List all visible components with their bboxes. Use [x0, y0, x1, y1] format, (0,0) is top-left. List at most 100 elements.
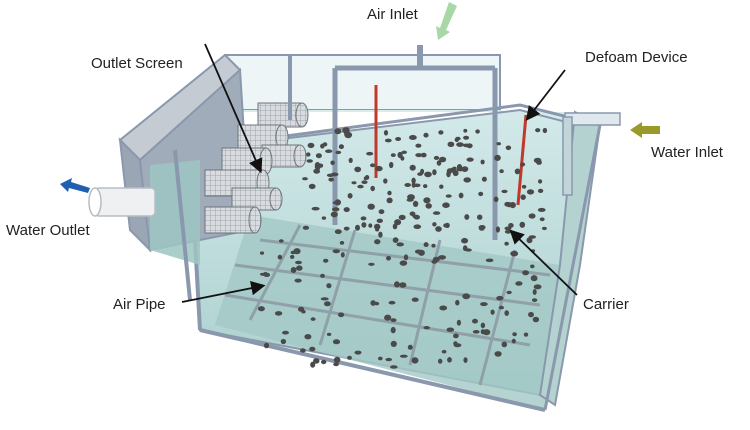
carrier-particle: [403, 254, 409, 261]
carrier-particle: [447, 141, 455, 147]
carrier-particle: [390, 326, 396, 334]
carrier-particle: [282, 330, 289, 335]
carrier-particle: [456, 142, 464, 148]
carrier-particle: [334, 199, 341, 206]
carrier-particle: [333, 356, 341, 363]
carrier-particle: [480, 302, 488, 307]
carrier-particle: [462, 293, 471, 300]
screen-cylinder: [231, 187, 283, 211]
screen-cylinder: [237, 124, 289, 150]
carrier-particle: [439, 156, 447, 163]
carrier-particle: [526, 237, 533, 244]
carrier-particle: [477, 214, 483, 220]
carrier-particle: [339, 241, 345, 245]
carrier-particle: [415, 143, 422, 148]
carrier-particle: [432, 211, 441, 215]
carrier-particle: [396, 242, 405, 247]
carrier-particle: [366, 151, 374, 156]
carrier-particle: [399, 260, 408, 266]
carrier-particle: [296, 265, 303, 271]
carrier-particle: [333, 362, 339, 367]
carrier-particle: [480, 329, 485, 335]
carrier-particle: [530, 275, 538, 282]
carrier-particle: [463, 135, 470, 140]
carrier-particle: [453, 341, 458, 346]
carrier-particle: [385, 357, 393, 362]
carrier-particle: [340, 252, 345, 258]
carrier-particle: [528, 311, 534, 318]
carrier-particle: [475, 129, 480, 134]
carrier-particle: [537, 207, 546, 212]
carrier-particle: [332, 339, 341, 345]
carrier-particle: [438, 255, 446, 260]
carrier-particle: [342, 127, 350, 134]
carrier-particle: [439, 305, 448, 311]
carrier-particle: [355, 224, 360, 231]
carrier-particle: [361, 180, 368, 185]
carrier-particle: [338, 312, 345, 318]
carrier-particle: [411, 177, 416, 184]
carrier-particle: [532, 316, 540, 323]
carrier-particle: [326, 173, 334, 177]
label-pointers: [181, 43, 578, 303]
carrier-particle: [421, 152, 427, 158]
carrier-particle: [520, 194, 526, 200]
carrier-particle: [425, 203, 432, 209]
carrier-particle: [354, 350, 362, 355]
carrier-particle: [378, 356, 383, 361]
carrier-particle: [438, 358, 443, 364]
carrier-particle: [496, 142, 502, 146]
carrier-particle: [504, 241, 509, 246]
down-arrow-icon: [436, 2, 457, 40]
carrier-particle: [423, 242, 429, 248]
carrier-particle: [321, 216, 327, 220]
carrier-particle: [520, 162, 526, 167]
carrier-particle: [320, 273, 325, 278]
carrier-particle: [530, 264, 535, 269]
carrier-particle: [480, 159, 485, 165]
carrier-particle: [510, 250, 519, 257]
carrier-particle: [331, 207, 340, 212]
carrier-particle: [334, 229, 342, 235]
carrier-particle: [320, 297, 329, 301]
carrier-particle: [323, 258, 329, 263]
carrier-particle: [478, 225, 486, 230]
water-outlet-pipe: [88, 187, 156, 217]
left-arrow-icon: [60, 178, 90, 193]
carrier-particle: [418, 249, 425, 256]
carrier-particle: [370, 163, 376, 168]
carrier-particle: [370, 185, 376, 192]
carrier-particle: [407, 344, 413, 350]
carrier-particle: [458, 192, 464, 199]
water-inlet-arrow: [630, 122, 660, 138]
carrier-particle: [501, 189, 508, 194]
carrier-particle: [439, 184, 444, 189]
screen-cylinder: [204, 206, 262, 234]
carrier-particle: [466, 157, 474, 162]
carrier-particle: [461, 237, 469, 244]
carrier-particle: [412, 200, 419, 207]
carrier-particle: [326, 332, 332, 336]
carrier-particle: [496, 295, 504, 301]
carrier-particle: [533, 157, 542, 164]
tank-back-wall: [224, 54, 501, 111]
carrier-particle: [347, 355, 352, 360]
carrier-particle: [424, 171, 432, 178]
carrier-particle: [308, 183, 316, 190]
carrier-particle: [368, 223, 373, 228]
carrier-particle: [386, 255, 391, 261]
carrier-particle: [334, 128, 342, 135]
carrier-particle: [384, 314, 392, 321]
carrier-particle: [309, 346, 316, 352]
carrier-particle: [532, 289, 537, 295]
carrier-particle: [325, 149, 333, 153]
carrier-particle: [378, 209, 385, 215]
carrier-particle: [463, 143, 470, 148]
carrier-particle: [348, 157, 353, 163]
carrier-particle: [508, 223, 514, 228]
carrier-particle: [343, 207, 350, 213]
carrier-particle: [506, 202, 513, 208]
carrier-particle: [481, 176, 487, 182]
carrier-particle: [541, 226, 547, 231]
